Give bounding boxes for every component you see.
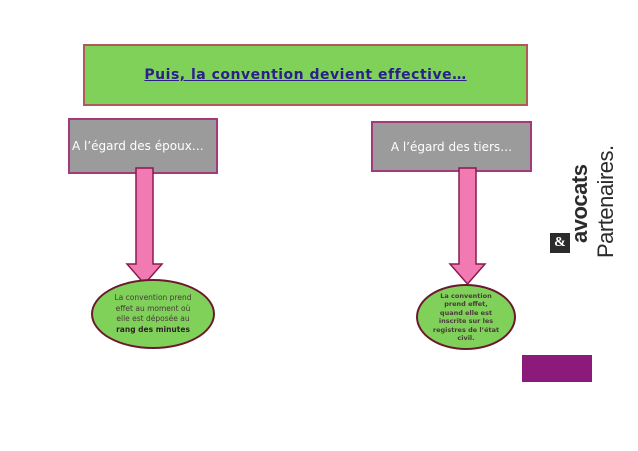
left-result-line: effet au moment où: [115, 303, 191, 313]
magenta-accent-block: [522, 355, 592, 382]
right-branch-box: A l’égard des tiers…: [371, 121, 532, 172]
left-branch-label: A l’égard des époux…: [72, 139, 204, 153]
title-text: Puis, la convention devient effective…: [144, 67, 467, 83]
brand-logo-line2: Partenaires.: [593, 145, 618, 258]
right-result-line: quand elle est: [439, 308, 493, 317]
left-result-bold: rang des minutes: [116, 324, 190, 334]
right-down-arrow: [448, 167, 487, 286]
left-result-ellipse: La convention prend effet au moment où e…: [91, 279, 215, 349]
brand-logo: avocats Partenaires.: [546, 18, 618, 328]
right-result-line: registres de l’état: [432, 325, 500, 334]
right-result-ellipse: La convention prend effet, quand elle es…: [416, 284, 516, 350]
right-result-line: civil.: [457, 334, 475, 342]
title-box: Puis, la convention devient effective…: [83, 44, 528, 106]
right-result-line: inscrite sur les: [438, 317, 494, 325]
left-down-arrow: [125, 167, 164, 286]
right-result-line: prend effet,: [444, 300, 488, 308]
right-result-line: La convention: [440, 291, 492, 300]
left-result-line: La convention prend: [114, 293, 192, 302]
brand-ampersand: &: [550, 233, 570, 253]
left-result-line: elle est déposée au: [116, 314, 190, 323]
right-branch-label: A l’égard des tiers…: [390, 139, 513, 154]
brand-logo-line1: avocats: [567, 164, 592, 243]
